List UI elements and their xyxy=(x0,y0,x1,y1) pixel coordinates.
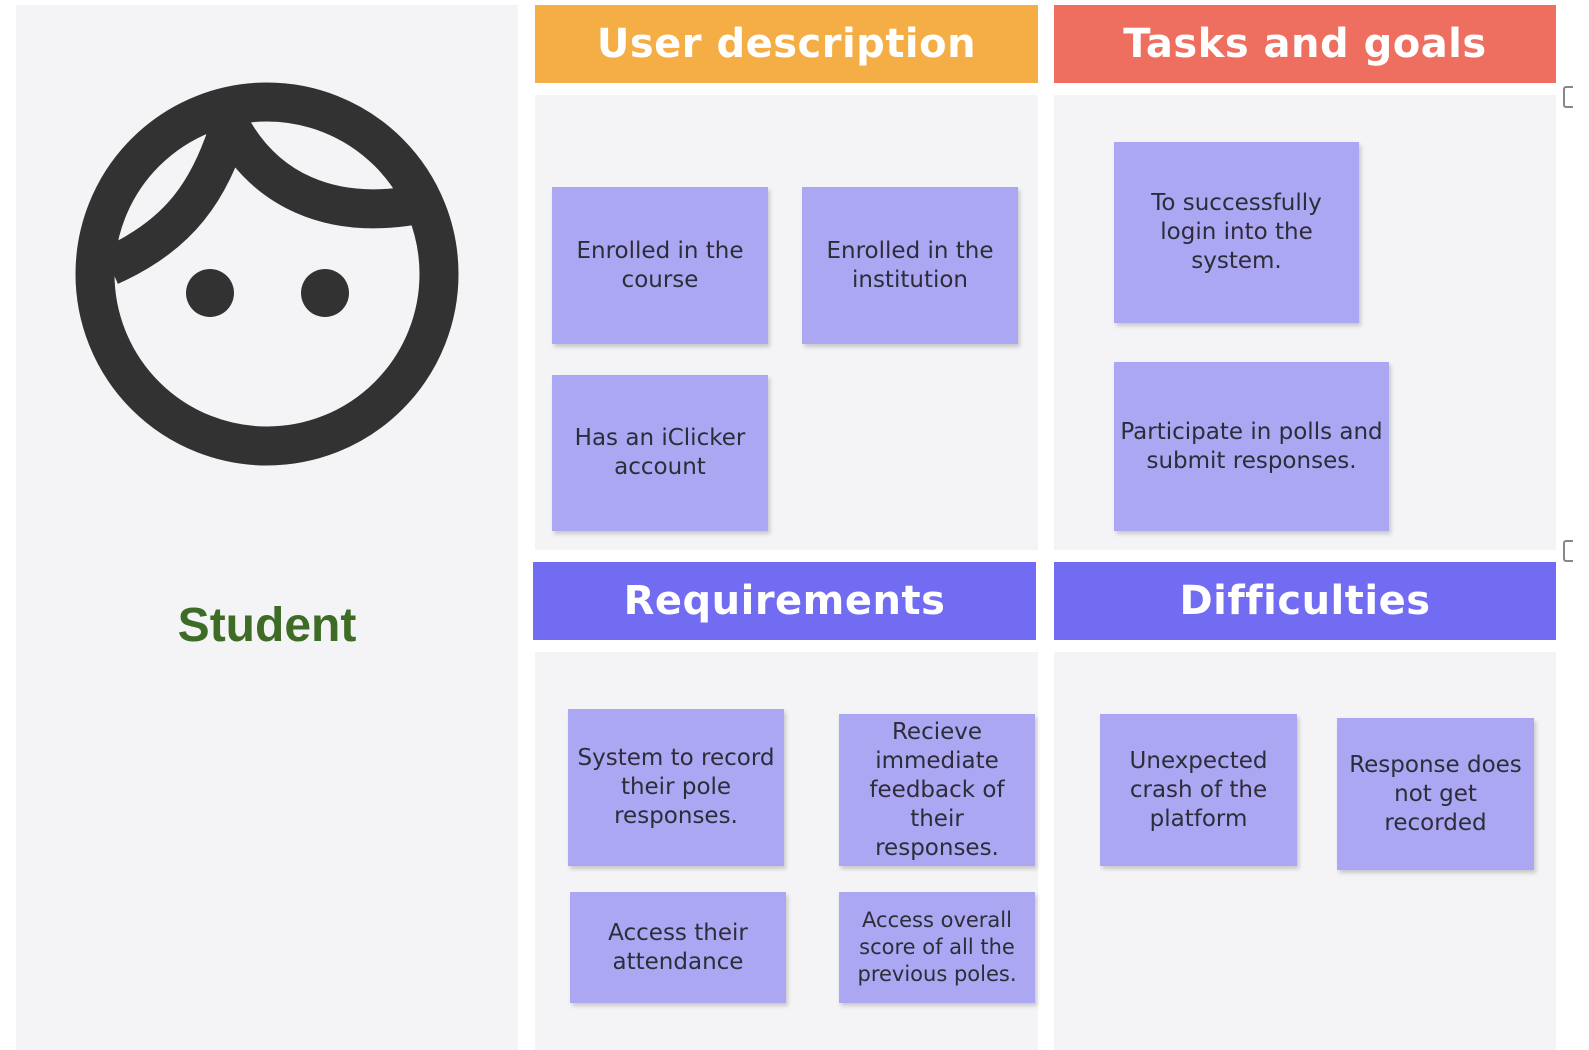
sticky-note[interactable]: Participate in polls and submit response… xyxy=(1114,362,1389,531)
sticky-note[interactable]: Access overall score of all the previous… xyxy=(839,892,1035,1003)
sticky-note[interactable]: Enrolled in the institution xyxy=(802,187,1018,344)
sticky-note[interactable]: To successfully login into the system. xyxy=(1114,142,1359,323)
lock-icon xyxy=(1563,540,1573,562)
difficulties-header: Difficulties xyxy=(1054,562,1556,640)
sticky-note[interactable]: Response does not get recorded xyxy=(1337,718,1534,870)
sticky-note[interactable]: Has an iClicker account xyxy=(552,375,768,531)
sticky-note[interactable]: Enrolled in the course xyxy=(552,187,768,344)
face-icon xyxy=(75,82,459,466)
lock-icon xyxy=(1563,86,1573,108)
sticky-note[interactable]: Recieve immediate feedback of their resp… xyxy=(839,714,1035,866)
sticky-note[interactable]: Access their attendance xyxy=(570,892,786,1003)
user-description-header: User description xyxy=(535,5,1038,83)
tasks-goals-header: Tasks and goals xyxy=(1054,5,1556,83)
requirements-header: Requirements xyxy=(533,562,1036,640)
sticky-note[interactable]: System to record their pole responses. xyxy=(568,709,784,866)
persona-name: Student xyxy=(177,599,357,652)
sticky-note[interactable]: Unexpected crash of the platform xyxy=(1100,714,1297,866)
